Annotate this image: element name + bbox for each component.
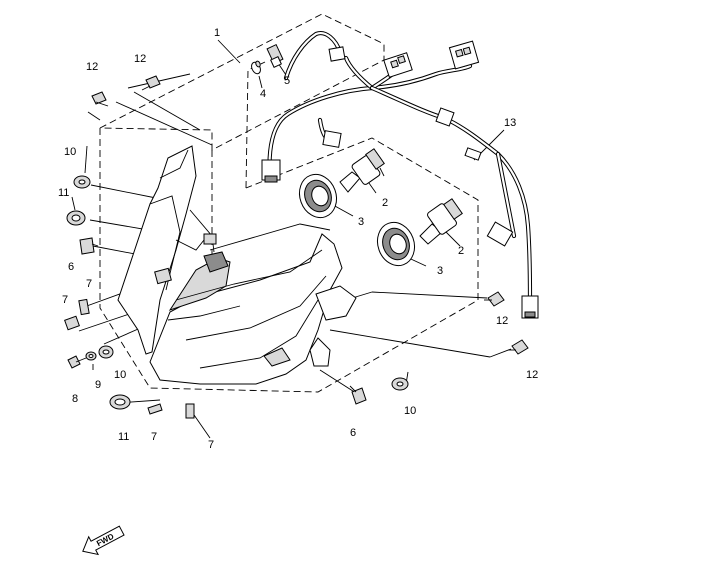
clip-6-right xyxy=(349,385,367,405)
callout-9: 9 xyxy=(95,379,101,391)
nut-10-lower-left xyxy=(98,345,114,359)
callout-13: 13 xyxy=(504,117,516,129)
callout-10-upper-left: 10 xyxy=(64,146,76,158)
headlight-housing-1 xyxy=(117,145,357,385)
harness-connectors xyxy=(261,40,539,319)
callout-10-right: 10 xyxy=(404,405,416,417)
pad-7-upper xyxy=(78,298,90,316)
forward-arrow-icon: FWD xyxy=(82,525,125,556)
callout-3-lower: 3 xyxy=(437,265,443,277)
grommet-11-upper xyxy=(66,210,86,226)
headlight-bulb-lower xyxy=(419,198,463,245)
nut-10-left xyxy=(73,175,91,189)
callout-3-upper: 3 xyxy=(358,216,364,228)
leader-lines xyxy=(69,39,512,439)
callout-2-lower: 2 xyxy=(458,245,464,257)
grommet-11-lower xyxy=(109,394,131,410)
callout-7-b: 7 xyxy=(62,294,68,306)
clip-6-left xyxy=(79,237,99,255)
socket-5 xyxy=(266,43,284,68)
callout-12-right-lower: 12 xyxy=(526,369,538,381)
callout-11-lower: 11 xyxy=(118,431,129,443)
callout-6-left: 6 xyxy=(68,261,74,273)
callout-2-upper: 2 xyxy=(382,197,388,209)
callout-12-top-left: 12 xyxy=(86,61,98,73)
callout-4: 4 xyxy=(260,88,266,100)
bolt-12-top-left xyxy=(91,91,109,107)
callout-7-a: 7 xyxy=(86,278,92,290)
headlight-bulb-upper xyxy=(339,148,385,193)
bulb-cover-3-lower xyxy=(376,221,416,267)
callout-12-right-upper: 12 xyxy=(496,315,508,327)
washer-9 xyxy=(85,351,97,361)
bolt-12-top-center xyxy=(141,75,161,91)
callout-6-right: 6 xyxy=(350,427,356,439)
callout-11-upper: 11 xyxy=(58,187,69,199)
bolt-12-right-lower xyxy=(508,339,529,355)
callout-8: 8 xyxy=(72,393,78,405)
bulb-cover-3-upper xyxy=(298,173,338,219)
pad-7-left xyxy=(64,315,80,331)
pad-7-bottom-a xyxy=(147,403,163,415)
callout-12-top-center: 12 xyxy=(134,53,146,65)
wire-harness xyxy=(267,31,533,303)
callout-5: 5 xyxy=(284,75,290,87)
bolt-12-right-upper xyxy=(484,291,505,307)
wedge-bulb-4 xyxy=(251,60,261,75)
callout-labels: 1 2 2 3 3 4 5 6 6 7 7 7 7 8 9 10 10 10 1… xyxy=(58,27,538,451)
bolt-8 xyxy=(67,355,87,369)
callout-1: 1 xyxy=(214,27,220,39)
nut-10-right xyxy=(391,377,409,391)
callout-7-c: 7 xyxy=(151,431,157,443)
pad-7-bottom-b xyxy=(185,403,195,419)
callout-10-lower-left: 10 xyxy=(114,369,126,381)
callout-7-d: 7 xyxy=(208,439,214,451)
